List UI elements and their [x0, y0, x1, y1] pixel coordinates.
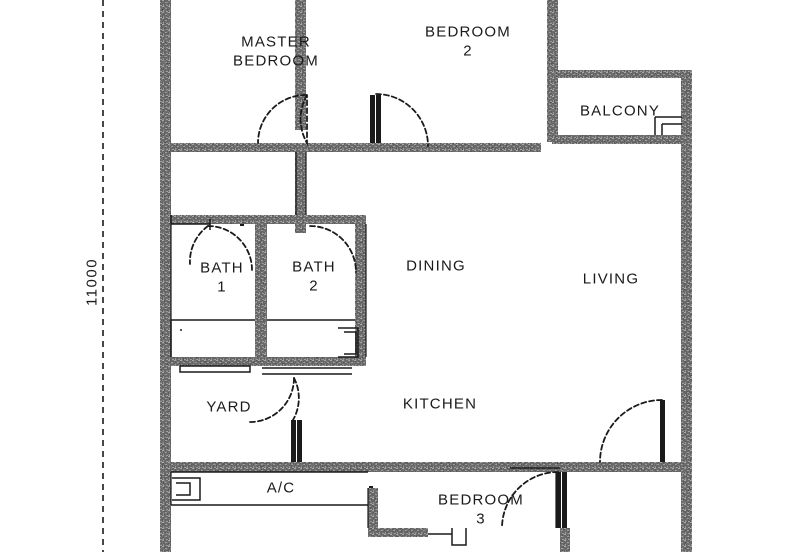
partition-lines [170, 116, 682, 546]
door-leaves [240, 95, 665, 528]
thin-wall-outlines [170, 152, 557, 528]
door-swing-arcs [189, 93, 663, 529]
structural-walls [160, 0, 692, 552]
